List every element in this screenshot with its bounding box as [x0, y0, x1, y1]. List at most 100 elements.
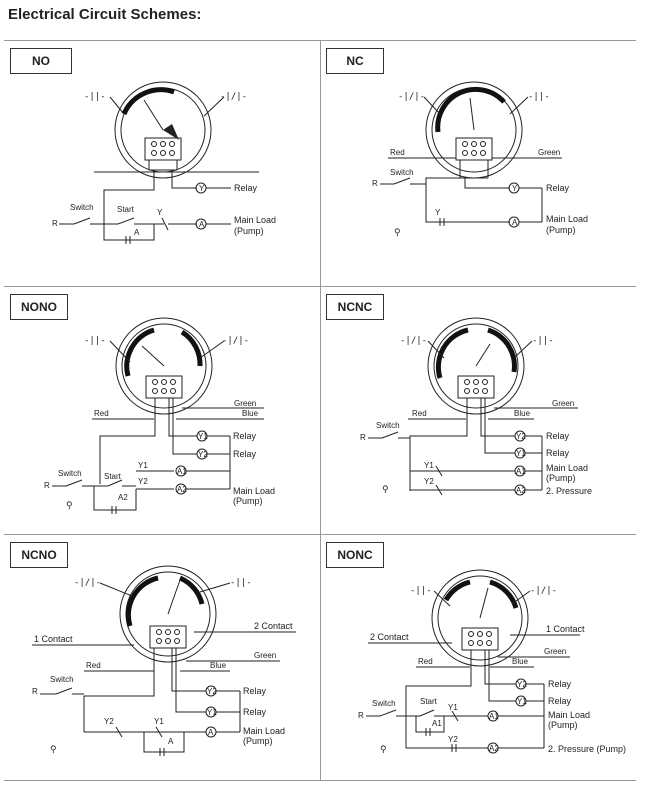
y-label: Y [435, 208, 441, 217]
pump-label: (Pump) [234, 226, 264, 236]
r-label: R [358, 711, 364, 720]
main-load-label: Main Load [546, 463, 588, 473]
blue-label: Blue [242, 409, 259, 418]
svg-text:Y2: Y2 [517, 680, 527, 689]
contact1-label: 1 Contact [34, 634, 73, 644]
scheme-tag: NO [10, 48, 72, 74]
contact-symbol: -||- [84, 92, 106, 102]
red-label: Red [418, 657, 433, 666]
contact2-label: 2 Contact [370, 632, 409, 642]
switch-label: Switch [390, 168, 414, 177]
y1-label: Y1 [448, 703, 458, 712]
circuit-nc: -|/|- -||- Red Green Y Relay Switch R Y … [372, 81, 588, 237]
svg-text:A: A [208, 728, 214, 737]
pump-label: (Pump) [548, 720, 578, 730]
y2-label: Y2 [424, 477, 434, 486]
contact2-label: 2 Contact [254, 621, 293, 631]
svg-text:A: A [512, 218, 518, 227]
contact-symbol: -||- [84, 336, 106, 346]
start-label: Start [117, 205, 135, 214]
main-load-label: Main Load [234, 215, 276, 225]
switch-label: Switch [58, 469, 82, 478]
circuit-no: -||- -|/|- Y Relay Switch Start R Y A Ma… [52, 81, 276, 244]
svg-text:A2: A2 [489, 744, 499, 753]
y1-label: Y1 [424, 461, 434, 470]
svg-text:A: A [199, 220, 205, 229]
svg-text:Y2: Y2 [198, 450, 208, 459]
ground-icon: ⚲ [50, 744, 57, 754]
svg-text:A1: A1 [489, 712, 499, 721]
relay-label: Relay [233, 449, 257, 459]
scheme-tag: NCNC [326, 294, 384, 320]
svg-text:Y2: Y2 [207, 687, 217, 696]
svg-text:Y1: Y1 [198, 432, 208, 441]
y2-label: Y2 [104, 717, 114, 726]
contact-symbol: -|/|- [220, 92, 247, 102]
svg-text:Y: Y [512, 184, 518, 193]
circuit-ncno: -|/|- -||- 1 Contact 2 Contact Green Red… [32, 565, 296, 756]
switch-label: Switch [372, 699, 396, 708]
y-label: Y [157, 208, 163, 217]
svg-text:Y2: Y2 [516, 432, 526, 441]
relay-label: Relay [234, 183, 258, 193]
gauge-icon [114, 81, 212, 179]
r-label: R [372, 179, 378, 188]
green-label: Green [538, 148, 560, 157]
r-label: R [52, 219, 58, 228]
gauge-icon [425, 81, 523, 179]
gauge-icon [119, 565, 217, 663]
contact-symbol: -||- [528, 92, 550, 102]
scheme-tag: NONC [326, 542, 384, 568]
gauge-icon [115, 317, 213, 415]
svg-text:A2: A2 [516, 486, 526, 495]
switch-label: Switch [70, 203, 94, 212]
y2-label: Y2 [448, 735, 458, 744]
contact-symbol: -|/|- [400, 336, 427, 346]
relay-label: Relay [548, 696, 572, 706]
scheme-tag: NC [326, 48, 384, 74]
relay-label: Relay [243, 686, 267, 696]
contact-symbol: -|/|- [222, 336, 249, 346]
scheme-tag: NONO [10, 294, 68, 320]
y1-label: Y1 [138, 461, 148, 470]
r-label: R [44, 481, 50, 490]
ground-icon: ⚲ [394, 227, 401, 237]
contact-symbol: -||- [532, 336, 554, 346]
y1-label: Y1 [154, 717, 164, 726]
green-label: Green [552, 399, 574, 408]
r-label: R [32, 687, 38, 696]
svg-text:A2: A2 [177, 485, 187, 494]
contact1-label: 1 Contact [546, 624, 585, 634]
svg-text:A1: A1 [516, 467, 526, 476]
panel-nonc: NONC -||- -|/|- 2 Contact 1 Contact Gree… [320, 534, 636, 780]
relay-label: Relay [548, 679, 572, 689]
divider [320, 40, 321, 780]
relay-label: Relay [546, 431, 570, 441]
contact-symbol: -|/|- [74, 578, 101, 588]
blue-label: Blue [514, 409, 531, 418]
pressure-label: 2. Pressure [546, 486, 592, 496]
relay-label: Relay [243, 707, 267, 717]
contact-symbol: -||- [410, 586, 432, 596]
switch-label: Switch [376, 421, 400, 430]
svg-text:A1: A1 [177, 467, 187, 476]
relay-label: Relay [233, 431, 257, 441]
panel-nc: NC -|/|- -||- Red Green Y Relay Switch R [320, 40, 636, 286]
panel-ncnc: NCNC -|/|- -||- Green Red Blue Y2 Relay … [320, 286, 636, 534]
svg-text:Y1: Y1 [517, 697, 527, 706]
pump-label: (Pump) [233, 496, 263, 506]
green-label: Green [234, 399, 256, 408]
r-label: R [360, 433, 366, 442]
gauge-icon [431, 569, 529, 667]
circuit-nono: -||- -|/|- Green Red Blue Y1 Relay Y2 Re… [44, 317, 275, 514]
a-label: A [134, 228, 140, 237]
pump-label: (Pump) [243, 736, 273, 746]
y2-label: Y2 [138, 477, 148, 486]
svg-text:Y1: Y1 [516, 449, 526, 458]
red-label: Red [94, 409, 109, 418]
panel-ncno: NCNO -|/|- -||- 1 Contact 2 Contact Gree… [4, 534, 320, 780]
divider [4, 780, 636, 781]
page-title: Electrical Circuit Schemes: [8, 6, 202, 23]
red-label: Red [390, 148, 405, 157]
pump-label: (Pump) [546, 473, 576, 483]
